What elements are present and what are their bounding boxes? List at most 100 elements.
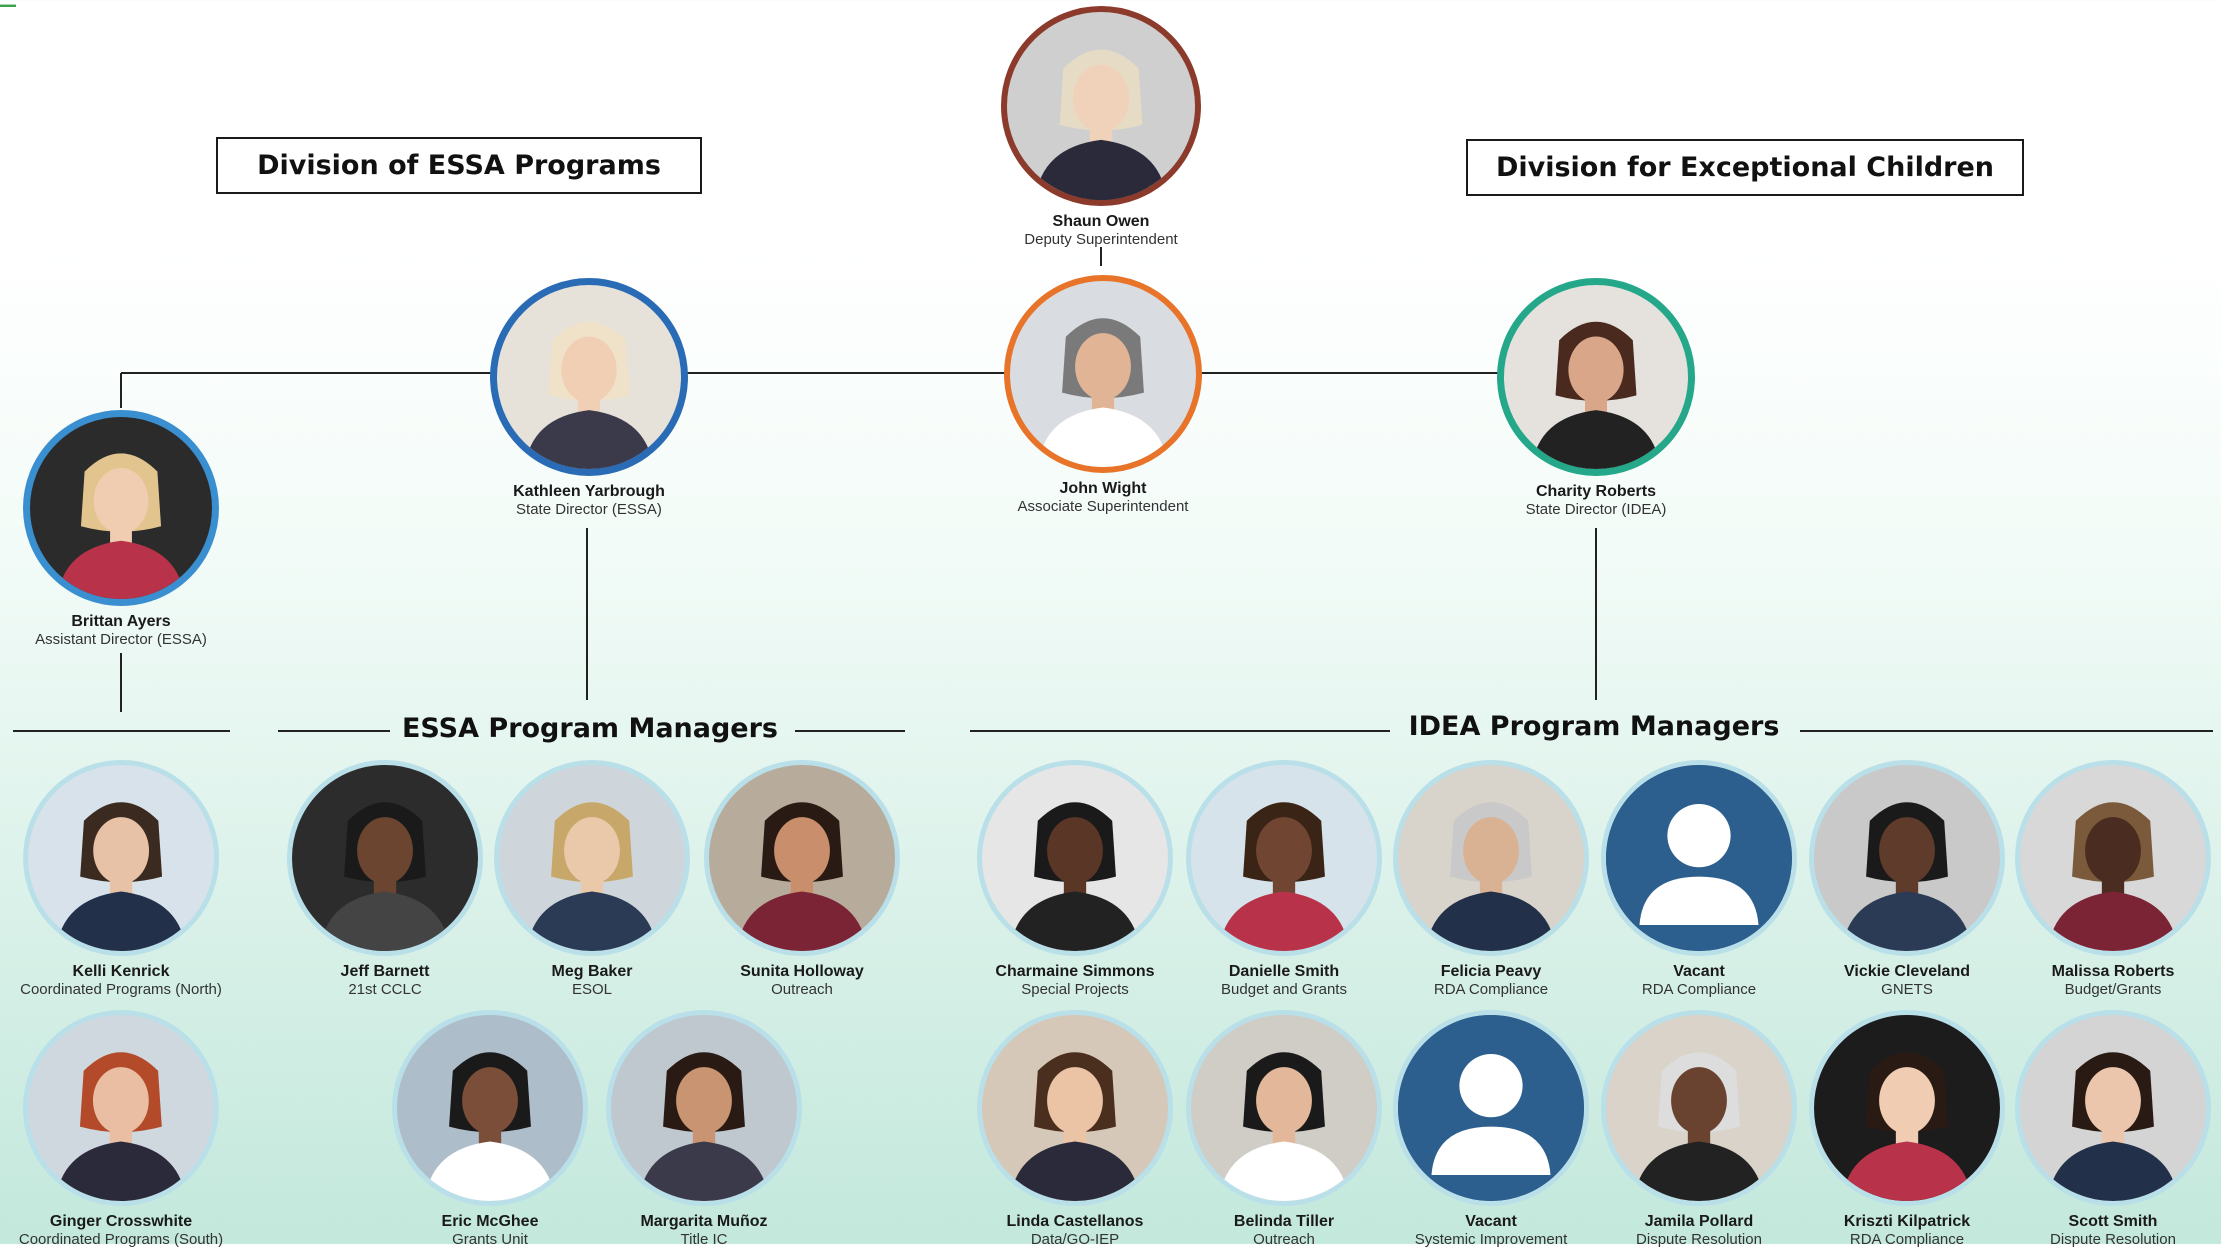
person-name: Shaun Owen	[1052, 213, 1150, 230]
person-name: Kriszti Kilpatrick	[1843, 1213, 1971, 1230]
person-silhouette-icon	[1531, 321, 1661, 469]
person-name: Sunita Holloway	[740, 963, 864, 980]
person-silhouette-icon	[55, 802, 187, 951]
avatar	[1186, 1010, 1382, 1206]
person-silhouette-icon	[1035, 49, 1167, 200]
avatar	[2015, 760, 2211, 956]
person-role: RDA Compliance	[1849, 1231, 1965, 1248]
avatar	[287, 760, 483, 956]
person-name: Charmaine Simmons	[995, 963, 1155, 980]
avatar	[1601, 1010, 1797, 1206]
avatar	[1601, 760, 1797, 956]
person-name: Jamila Pollard	[1644, 1213, 1754, 1230]
person-role: Dispute Resolution	[1636, 1231, 1762, 1248]
person-name: Belinda Tiller	[1233, 1213, 1335, 1230]
person-silhouette-icon	[1841, 1052, 1973, 1201]
avatar	[1809, 760, 2005, 956]
person-silhouette-icon	[424, 1052, 556, 1201]
person-role: Data/GO-IEP	[1030, 1231, 1120, 1248]
agency-logo: ▬▬	[0, 0, 16, 9]
person-role: Deputy Superintendent	[1024, 231, 1178, 248]
person-role: Outreach	[771, 981, 833, 998]
avatar	[1393, 760, 1589, 956]
person-role: Budget/Grants	[2064, 981, 2162, 998]
person-name: Felicia Peavy	[1440, 963, 1542, 980]
avatar	[1497, 278, 1695, 476]
person-silhouette-icon	[1009, 802, 1141, 951]
avatar	[1809, 1010, 2005, 1206]
person-role: Coordinated Programs (South)	[18, 1231, 224, 1248]
person-name: John Wight	[1059, 480, 1147, 497]
person-name: Kathleen Yarbrough	[513, 483, 665, 500]
vacant-user-icon	[1398, 1015, 1584, 1201]
person-role: 21st CCLC	[348, 981, 422, 998]
person-silhouette-icon	[2047, 1052, 2179, 1201]
person-role: Budget and Grants	[1221, 981, 1347, 998]
person-silhouette-icon	[526, 802, 658, 951]
avatar	[392, 1010, 588, 1206]
person-silhouette-icon	[1037, 318, 1169, 467]
division-essa-box: Division of ESSA Programs	[216, 137, 702, 194]
person-name: Vacant	[1465, 1213, 1517, 1230]
person-name: Ginger Crosswhite	[49, 1213, 193, 1230]
person-role: Dispute Resolution	[2050, 1231, 2176, 1248]
person-role: Systemic Improvement	[1414, 1231, 1568, 1248]
person-silhouette-icon	[638, 1052, 770, 1201]
avatar	[22, 1010, 219, 1206]
person-role: State Director (ESSA)	[516, 501, 662, 518]
person-name: Brittan Ayers	[71, 613, 171, 630]
avatar	[1186, 760, 1382, 956]
person-name: Vacant	[1673, 963, 1725, 980]
person-silhouette-icon	[1009, 1052, 1141, 1201]
person-silhouette-icon	[319, 802, 451, 951]
person-silhouette-icon	[1633, 1052, 1765, 1201]
person-name: Meg Baker	[551, 963, 633, 980]
person-silhouette-icon	[1218, 1052, 1350, 1201]
essa-managers-title: ESSA Program Managers	[401, 713, 779, 744]
division-exceptional-title: Division for Exceptional Children	[1495, 152, 1995, 183]
person-name: Kelli Kenrick	[72, 963, 170, 980]
person-role: GNETS	[1881, 981, 1933, 998]
idea-managers-title: IDEA Program Managers	[1408, 711, 1780, 742]
person-silhouette-icon	[1218, 802, 1350, 951]
avatar	[23, 760, 219, 956]
person-name: Scott Smith	[2068, 1213, 2158, 1230]
person-silhouette-icon	[524, 321, 654, 469]
person-role: Title IC	[680, 1231, 728, 1248]
avatar	[977, 760, 1173, 956]
person-role: RDA Compliance	[1433, 981, 1549, 998]
person-role: Assistant Director (ESSA)	[35, 631, 207, 648]
person-role: Outreach	[1253, 1231, 1315, 1248]
avatar	[2015, 1010, 2211, 1206]
avatar	[704, 760, 900, 956]
person-role: ESOL	[571, 981, 613, 998]
person-name: Danielle Smith	[1228, 963, 1340, 980]
person-role: Grants Unit	[452, 1231, 528, 1248]
division-essa-title: Division of ESSA Programs	[257, 150, 661, 181]
division-exceptional-box: Division for Exceptional Children	[1466, 139, 2024, 196]
person-name: Linda Castellanos	[1006, 1213, 1144, 1230]
person-silhouette-icon	[2047, 802, 2179, 951]
person-role: Special Projects	[1021, 981, 1129, 998]
person-role: State Director (IDEA)	[1525, 501, 1667, 518]
person-name: Charity Roberts	[1535, 483, 1657, 500]
avatar	[23, 410, 219, 606]
person-silhouette-icon	[55, 1052, 187, 1201]
